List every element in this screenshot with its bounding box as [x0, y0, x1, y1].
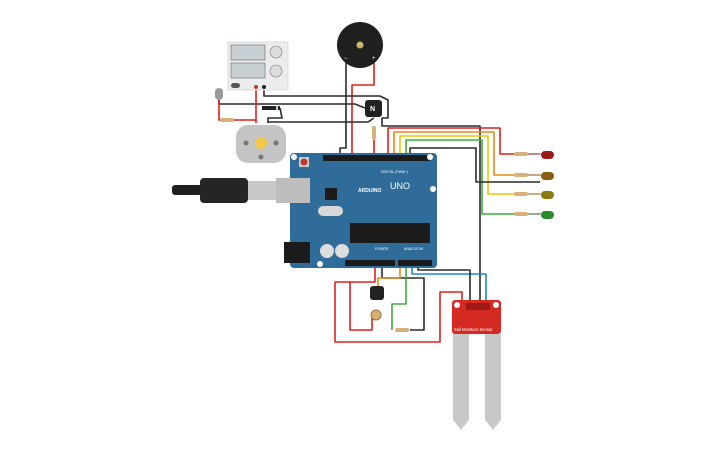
- led-red[interactable]: [541, 151, 554, 159]
- analog-label: ANALOG IN: [404, 247, 424, 251]
- wire-led2[interactable]: [393, 131, 540, 176]
- npn-transistor[interactable]: N: [365, 100, 382, 117]
- resistor-4[interactable]: [514, 212, 528, 216]
- diode[interactable]: [262, 106, 280, 110]
- led-yellow[interactable]: [541, 191, 554, 199]
- resistor-1[interactable]: [514, 152, 528, 156]
- transistor-label: N: [370, 106, 375, 113]
- wire-led-black[interactable]: [218, 100, 366, 109]
- digital-header: [323, 155, 430, 161]
- dc-jack: [284, 242, 310, 263]
- resistor-transistor[interactable]: [372, 126, 376, 140]
- wire-a2[interactable]: [411, 266, 487, 302]
- gear-icon: [255, 137, 267, 149]
- arduino-uno[interactable]: ARDUINO UNO DIGITAL (PWM~) POWER ANALOG …: [276, 153, 437, 268]
- soil-moisture-sensor[interactable]: Soil Moisture Sensor: [452, 300, 501, 430]
- wire-transistor-gnd[interactable]: [381, 118, 481, 300]
- wire-buzzer-minus[interactable]: [339, 62, 347, 158]
- wire-led1[interactable]: [387, 127, 540, 158]
- wire-a0[interactable]: [377, 266, 401, 288]
- dc-motor[interactable]: [236, 125, 286, 163]
- digital-label: DIGITAL (PWM~): [381, 170, 408, 174]
- wires: [218, 62, 540, 343]
- microcontroller-chip: [350, 223, 430, 243]
- buzzer-minus: −: [344, 56, 348, 62]
- uno-label: UNO: [390, 181, 410, 191]
- wire-5v[interactable]: [334, 266, 463, 343]
- resistor-bottom[interactable]: [395, 328, 409, 332]
- piezo-buzzer[interactable]: − +: [337, 22, 383, 68]
- wire-led-red[interactable]: [218, 100, 256, 121]
- arduino-logo: ARDUINO: [358, 188, 381, 194]
- power-label: POWER: [375, 247, 389, 251]
- wire-led3[interactable]: [399, 135, 540, 195]
- power-header: [345, 260, 395, 266]
- led-orange[interactable]: [541, 172, 554, 180]
- analog-header: [398, 260, 432, 266]
- wire-led4[interactable]: [405, 139, 540, 215]
- wire-diode-black[interactable]: [267, 107, 283, 123]
- wire-a1[interactable]: [391, 266, 407, 330]
- resistor-3[interactable]: [514, 192, 528, 196]
- wire-transistor-base[interactable]: [268, 117, 375, 123]
- temperature-sensor[interactable]: [370, 286, 384, 300]
- resistor-2[interactable]: [514, 173, 528, 177]
- usb-port: [276, 178, 310, 203]
- wire-psu-black[interactable]: [263, 87, 389, 119]
- wire-gnd-bus[interactable]: [409, 147, 540, 183]
- sensor-label: Soil Moisture Sensor: [454, 327, 493, 332]
- photoresistor[interactable]: [370, 309, 382, 321]
- wire-gnd[interactable]: [381, 266, 425, 331]
- resistor-left[interactable]: [220, 118, 234, 122]
- led-grey[interactable]: [215, 88, 223, 100]
- led-green[interactable]: [541, 211, 554, 219]
- wire-ldr[interactable]: [349, 282, 373, 331]
- power-supply[interactable]: [227, 41, 289, 91]
- buzzer-plus: +: [372, 56, 376, 62]
